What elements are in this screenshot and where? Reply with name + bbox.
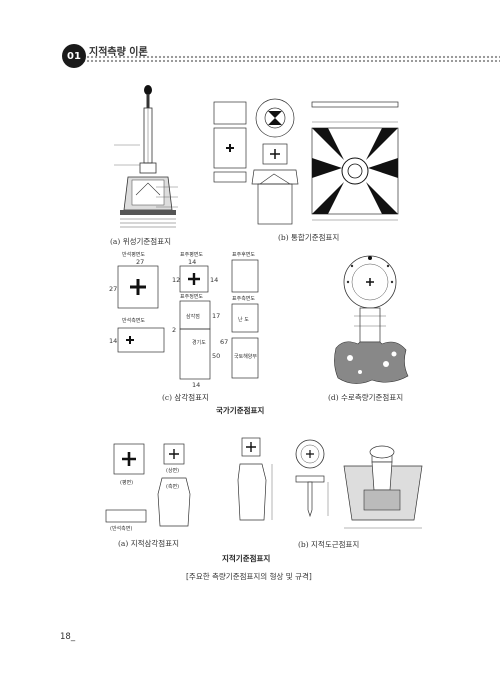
caption-cadastral-triangulation: (a) 지적삼각점표지 [118,539,180,548]
figure-hydrographic-marker [334,255,409,384]
label-side-text: 경기도 [192,339,206,346]
page-number: 18_ [60,632,76,642]
figure-triangulation-marker: 반석평면도 27 27 반석측면도 14 표주평면도 14 12 14 표주정면… [109,251,259,388]
label-back2-text: 국토해양부 [234,353,257,360]
chapter-number-badge: 01 [62,44,86,68]
label-back-text: 난 도 [238,316,249,323]
dim-2: 2 [172,326,176,334]
dim-27-side: 27 [109,285,117,293]
dim-14-plate: 14 [109,337,117,345]
caption-satellite-marker: (a) 위성기준점표지 [110,237,172,246]
caption-cadastral-traverse: (b) 지적도근점표지 [298,540,360,549]
figure-integrated-marker [213,98,399,225]
figure-cadastral-traverse [237,437,423,529]
label-pillar-side: 표주측면도 [232,295,255,302]
label-cad-plate: (반석측면) [110,525,132,532]
figure-cadastral-triangulation: (평면) (상면) (측면) (반석측면) [105,443,191,532]
label-pillar-top: 표주평면도 [180,251,203,258]
label-plate-side: 반석측면도 [122,317,145,324]
dim-14-right: 14 [210,276,218,284]
header-dotted-rule [82,55,500,62]
dim-14-bottom: 14 [192,381,200,388]
section-cadastral-markers: 지적기준점표지 [222,554,271,563]
label-plate-top: 반석평면도 [122,251,145,258]
label-pillar-back: 표주후면도 [232,251,255,258]
dim-12: 12 [172,276,180,284]
figure-title: [주요한 측량기준점표지의 형상 및 규격] [186,572,312,581]
label-cad-side: (측면) [166,483,179,490]
label-front-text: 삼각점 [186,313,200,320]
caption-triangulation-marker: (c) 삼각점표지 [162,393,209,402]
dim-27: 27 [136,258,144,266]
caption-integrated-marker: (b) 통합기준점표지 [278,233,340,242]
label-cad-plane: (평면) [120,479,133,486]
label-cad-top: (상면) [166,467,179,474]
dim-14-top: 14 [188,258,196,266]
dim-17: 17 [212,312,220,320]
section-national-markers: 국가기준점표지 [216,406,265,415]
caption-hydrographic-marker: (d) 수로측량기준점표지 [328,393,404,402]
label-pillar-front: 표주정면도 [180,293,203,300]
chapter-title: 지적측량 이론 [89,47,148,58]
figure-satellite-marker [114,85,178,228]
dim-67: 67 [220,338,228,346]
dim-50: 50 [212,352,220,360]
